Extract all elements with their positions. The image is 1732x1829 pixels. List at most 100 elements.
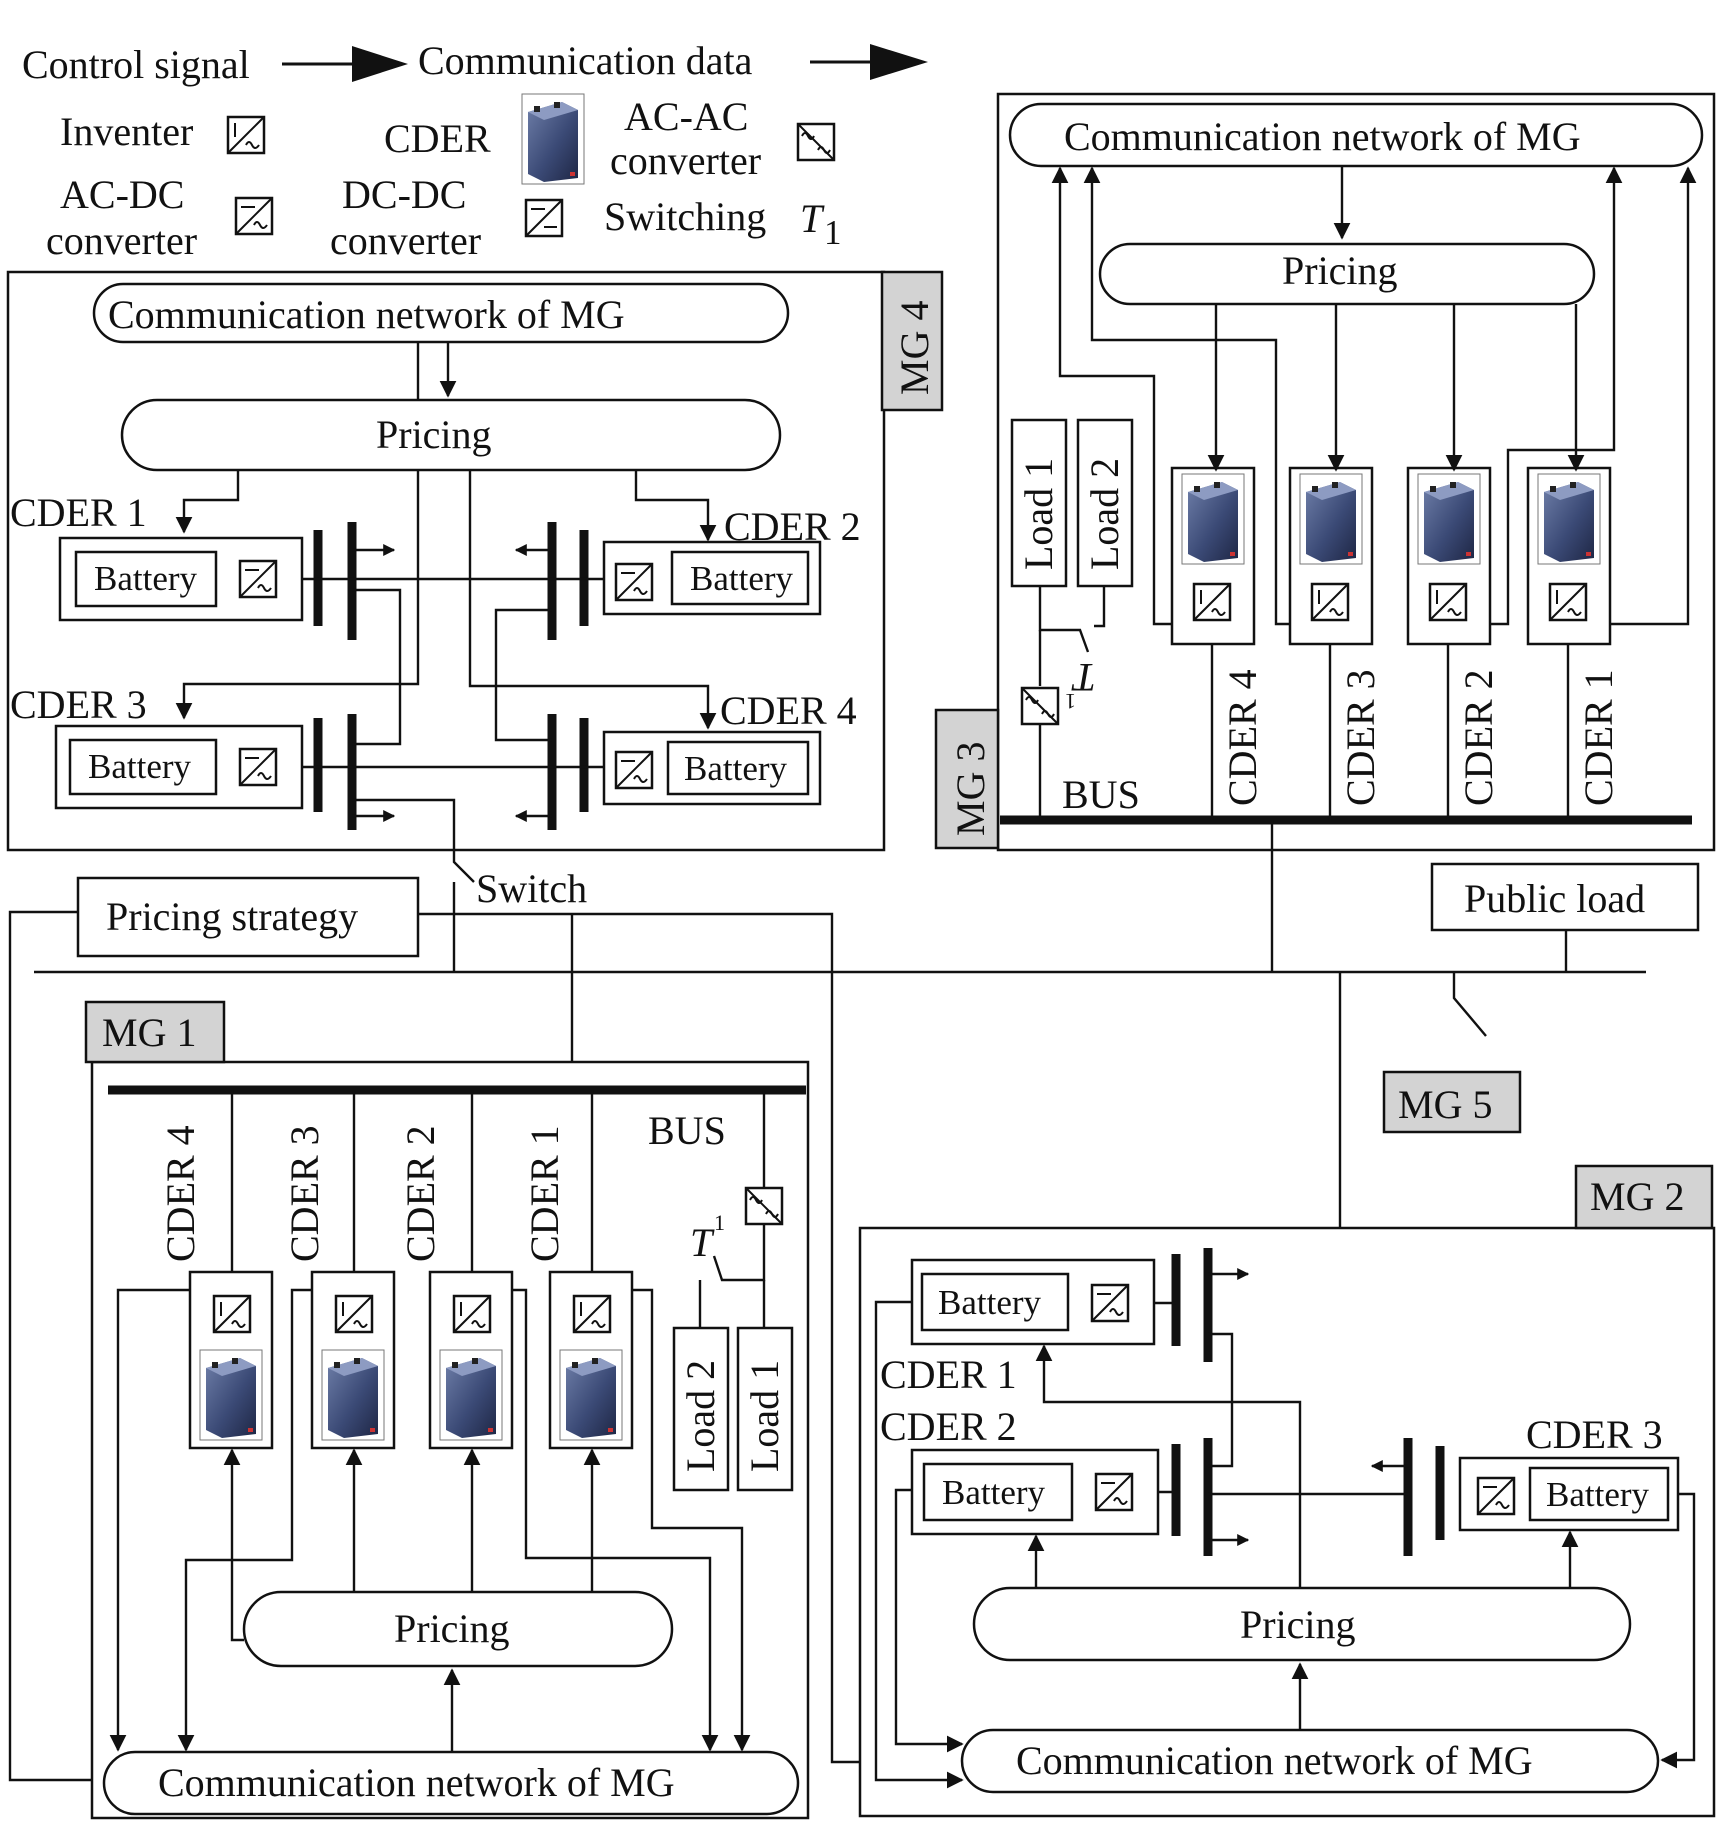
mg2-ctrl-cder1: [1035, 1344, 1302, 1588]
main-feeder: Pricing strategy Switch Public load MG 5: [8, 820, 1700, 1782]
mg1-cder4-battery-icon: [199, 1349, 263, 1441]
mg1-cder1-inverter-icon: [572, 1294, 612, 1334]
mg3-load1: [1010, 418, 1068, 588]
mg4-cder3-battery: [68, 738, 218, 796]
acac-converter-icon: [796, 122, 836, 162]
legend-acdc-line2: converter: [46, 218, 197, 263]
legend-inverter-label: Inventer: [60, 109, 193, 154]
mg4-block: MG 4 Communication network of MG Pricing…: [6, 270, 944, 883]
legend-dcdc-line1: DC-DC: [342, 172, 466, 217]
mg3-pricing-label: Pricing: [1282, 248, 1398, 293]
mg2-cder2-label: CDER 2: [880, 1404, 1017, 1449]
mg2-feeder-12: [1208, 1332, 1234, 1468]
switch-label: Switch: [476, 866, 587, 911]
mg4-cder1-label: CDER 1: [10, 490, 147, 535]
mg1-tag-label: MG 1: [102, 1010, 196, 1055]
mg3-acac-converter-icon: [1020, 686, 1060, 726]
legend-switching-sub: 1: [824, 213, 842, 252]
mg3-block: MG 3 Communication network of MG Pricing…: [934, 92, 1716, 852]
mg4-switch-line: [352, 798, 475, 883]
mg3-cder3-unit: CDER 3: [1288, 466, 1383, 820]
mg3-t1-label: T: [1071, 655, 1096, 700]
dcdc-converter-icon: [524, 198, 564, 238]
legend-communication-data-arrowhead: [870, 44, 928, 80]
mg1-block: MG 1 BUS CDER 4 CDER 3 CDER 2 CDER 1: [84, 1000, 810, 1820]
mg1-comm-label: Communication network of MG: [158, 1760, 675, 1805]
mg3-load1-label: Load 1: [1016, 458, 1061, 570]
mg3-cder4-label: CDER 4: [1220, 669, 1265, 806]
mg2-data-cder2: [894, 1488, 964, 1753]
legend-dcdc-line2: converter: [330, 218, 481, 263]
mg1-tag: [84, 1000, 226, 1064]
mg5-switch: [1452, 972, 1487, 1037]
mg4-cder4-label: CDER 4: [720, 688, 857, 733]
mg1-t1-label: T: [690, 1220, 715, 1265]
mg2-cder1-battery: [920, 1272, 1070, 1332]
mg2-comm-label: Communication network of MG: [1016, 1738, 1533, 1783]
mg2-cder3-label: CDER 3: [1526, 1412, 1663, 1457]
mg3-load2: [1076, 418, 1134, 588]
inverter-icon: [226, 115, 266, 155]
mg1-cder4-unit: CDER 4: [158, 1090, 274, 1450]
mg1-t1-sub: 1: [714, 1210, 725, 1235]
mg3-cder3-battery-icon: [1299, 473, 1363, 565]
mg4-tag: [880, 270, 944, 412]
mg3-t1-sub: 1: [1065, 689, 1076, 714]
mg3-load2-label: Load 2: [1082, 458, 1127, 570]
pricing-strategy-box: [76, 876, 420, 958]
acdc-converter-icon: [234, 196, 274, 236]
mg3-comm-network: [1008, 102, 1704, 168]
mg1-cder2-label: CDER 2: [398, 1125, 443, 1262]
battery-icon: [521, 93, 585, 185]
mg4-cder3-battery-label: Battery: [88, 747, 192, 786]
mg3-comm-label: Communication network of MG: [1064, 114, 1581, 159]
mg4-ctrl-cder1: [175, 470, 240, 534]
mg1-cder2-unit: CDER 2: [398, 1090, 514, 1450]
mg2-pricing: [972, 1586, 1632, 1662]
mg3-cder4-unit: CDER 4: [1170, 466, 1265, 820]
legend-cder-label: CDER: [384, 116, 491, 161]
public-load-label: Public load: [1464, 876, 1645, 921]
mg2-tag: [1574, 1164, 1714, 1230]
mg2-cder2-converter-icon: [1094, 1472, 1134, 1512]
mg1-bus-label: BUS: [648, 1108, 726, 1153]
mg4-cder1-battery: [74, 550, 218, 608]
mg1-ctrl-cder4: [223, 1448, 244, 1642]
mg1-cder2-battery-icon: [439, 1349, 503, 1441]
mg1-cder1-battery-icon: [559, 1349, 623, 1441]
mg2-data-cder3: [1660, 1492, 1696, 1769]
mg3-data-cder1: [1610, 166, 1697, 626]
mg4-pricing-label: Pricing: [376, 412, 492, 457]
mg2-data-cder1: [874, 1300, 964, 1789]
legend-control-signal-arrowhead: [352, 46, 408, 82]
mg4-tag-label: MG 4: [892, 301, 937, 395]
legend: Control signal Communication data Invent…: [22, 38, 928, 263]
mg3-pricing: [1098, 242, 1596, 306]
legend-control-signal-label: Control signal: [22, 42, 250, 87]
legend-acac-line2: converter: [610, 138, 761, 183]
mg3-cder3-inverter-icon: [1310, 582, 1350, 622]
mg3-cder1-inverter-icon: [1548, 582, 1588, 622]
mg2-pricing-label: Pricing: [1240, 1602, 1356, 1647]
legend-switching-symbol: T: [800, 196, 825, 241]
mg1-cder3-battery-icon: [321, 1349, 385, 1441]
mg4-cder1-battery-label: Battery: [94, 559, 198, 598]
pricing-strategy-label: Pricing strategy: [106, 894, 358, 939]
mg4-ctrl-cder2: [634, 470, 717, 542]
mg5-tag: [1382, 1070, 1522, 1134]
mg1-data-cder4: [109, 1288, 190, 1752]
mg3-cder2-label: CDER 2: [1456, 669, 1501, 806]
mg1-load2: [672, 1326, 730, 1492]
mg3-cder2-unit: CDER 2: [1406, 466, 1501, 820]
mg4-cder2-battery: [670, 550, 810, 606]
mg3-cder4-inverter-icon: [1192, 582, 1232, 622]
mg4-cder4-converter-icon: [614, 750, 654, 790]
mg1-cder4-inverter-icon: [212, 1294, 252, 1334]
mg1-cder2-inverter-icon: [452, 1294, 492, 1334]
mg4-cder3-converter-icon: [238, 747, 278, 787]
mg2-cder2-battery: [922, 1462, 1074, 1522]
mg4-comm-label: Communication network of MG: [108, 292, 625, 337]
mg1-cder3-inverter-icon: [334, 1294, 374, 1334]
